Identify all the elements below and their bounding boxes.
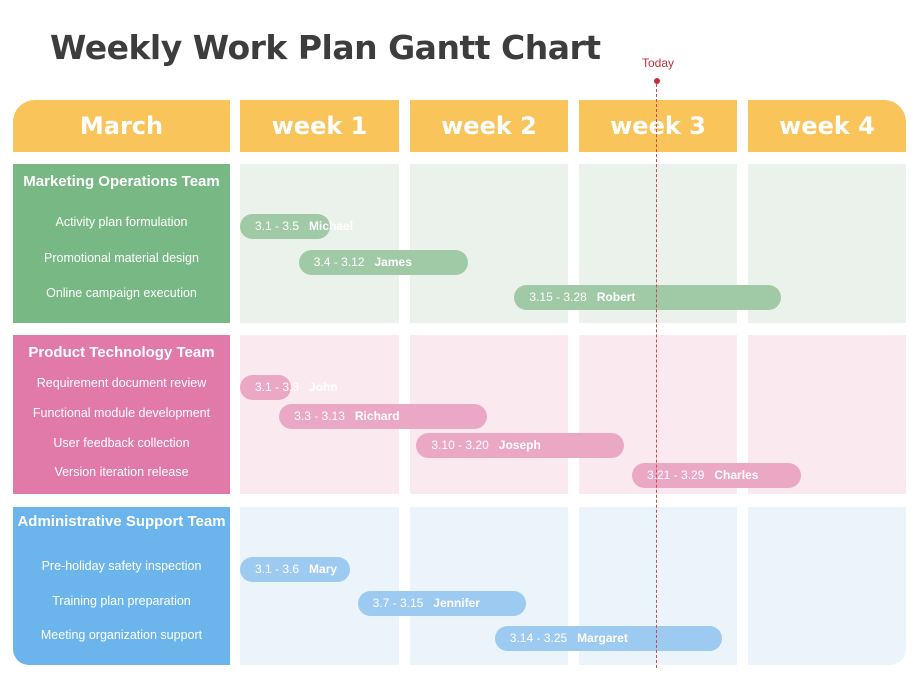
task-owner: James — [374, 255, 412, 269]
task-label: Functional module development — [32, 406, 211, 420]
month-header: March — [13, 100, 230, 152]
task-date-range: 3.7 - 3.15 — [372, 596, 424, 610]
task-bar: 3.1 - 3.6 Mary — [240, 557, 350, 582]
week-header: week 3 — [579, 100, 737, 152]
task-date-range: 3.3 - 3.13 — [294, 409, 345, 423]
today-label: Today — [641, 56, 675, 70]
task-label: Training plan preparation — [52, 594, 191, 608]
task-label: User feedback collection — [53, 436, 190, 450]
task-label: Promotional material design — [44, 251, 199, 265]
task-owner: Joseph — [498, 438, 541, 452]
task-date-range: 3.4 - 3.12 — [313, 255, 365, 269]
task-label: Activity plan formulation — [55, 215, 188, 229]
task-bar: 3.3 - 3.13 Richard — [279, 404, 488, 429]
task-bar: 3.1 - 3.5 Michael — [240, 214, 353, 239]
task-date-range: 3.21 - 3.29 — [647, 468, 705, 482]
team-name: Administrative Support Team — [17, 513, 226, 530]
task-owner: Margaret — [577, 631, 628, 645]
week-header: week 2 — [410, 100, 568, 152]
task-bar: 3.10 - 3.20 Joseph — [416, 433, 625, 458]
task-bar: 3.14 - 3.25 Margaret — [494, 626, 723, 651]
task-date-range: 3.10 - 3.20 — [431, 438, 489, 452]
task-owner: Jennifer — [433, 596, 480, 610]
task-date-range: 3.1 - 3.3 — [255, 380, 300, 394]
task-owner: Charles — [714, 468, 759, 482]
week-header: week 1 — [240, 100, 399, 152]
task-owner: Michael — [309, 219, 354, 233]
today-marker-dot — [654, 78, 660, 84]
today-line — [656, 84, 657, 668]
task-owner: John — [309, 380, 338, 394]
task-owner: Richard — [354, 409, 400, 423]
task-label: Requirement document review — [36, 376, 207, 390]
team-name: Product Technology Team — [28, 344, 215, 361]
week-column-bg — [240, 507, 399, 665]
week-header: week 4 — [748, 100, 906, 152]
task-date-range: 3.14 - 3.25 — [509, 631, 568, 645]
task-date-range: 3.1 - 3.5 — [255, 219, 300, 233]
task-bar: 3.15 - 3.28 Robert — [514, 285, 782, 310]
task-label: Meeting organization support — [40, 628, 203, 642]
team-name: Marketing Operations Team — [23, 173, 220, 190]
task-label: Pre-holiday safety inspection — [41, 559, 202, 573]
task-bar: 3.21 - 3.29 Charles — [632, 463, 801, 488]
task-label: Version iteration release — [54, 465, 189, 479]
task-owner: Robert — [596, 290, 636, 304]
chart-title: Weekly Work Plan Gantt Chart — [50, 28, 601, 67]
task-date-range: 3.15 - 3.28 — [529, 290, 587, 304]
week-column-bg — [748, 507, 906, 665]
week-column-bg — [240, 164, 399, 323]
task-owner: Mary — [309, 562, 338, 576]
task-bar: 3.7 - 3.15 Jennifer — [357, 591, 527, 616]
task-label: Online campaign execution — [46, 286, 197, 300]
task-bar: 3.1 - 3.3 John — [240, 375, 338, 400]
task-bar: 3.4 - 3.12 James — [298, 250, 468, 275]
task-date-range: 3.1 - 3.6 — [255, 562, 300, 576]
